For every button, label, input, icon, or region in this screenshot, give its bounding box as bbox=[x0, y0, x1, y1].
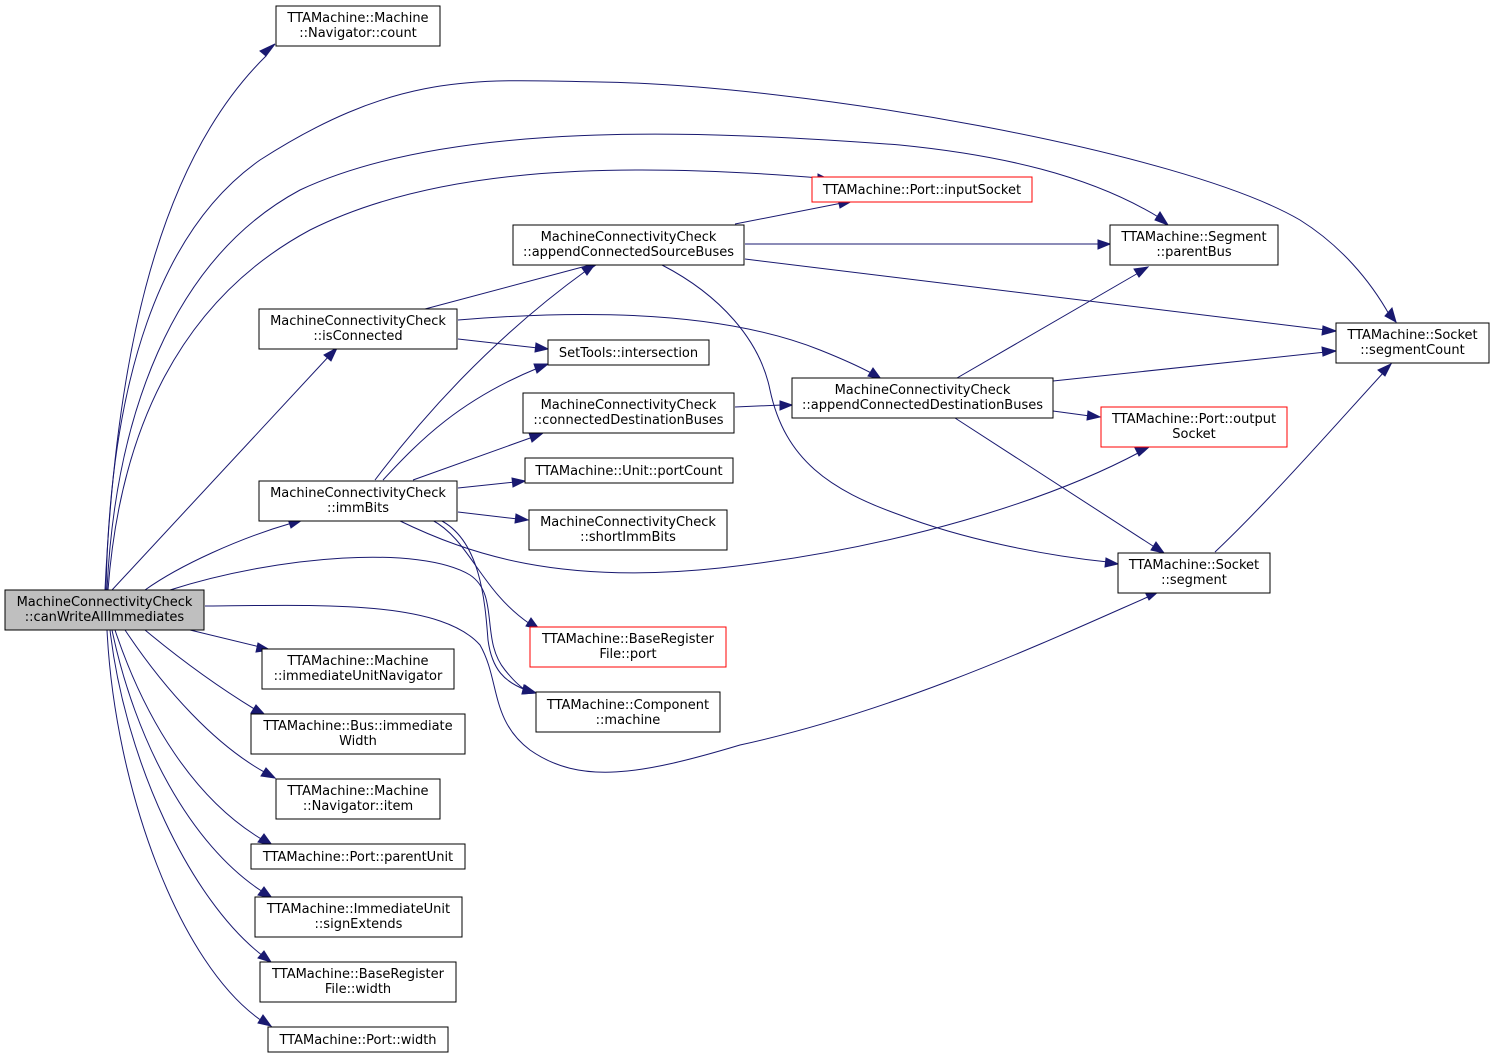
svg-text:TTAMachine::Component: TTAMachine::Component bbox=[546, 698, 709, 713]
node-navigator-count[interactable]: TTAMachine::Machine ::Navigator::count bbox=[275, 5, 441, 47]
edge-imm-bits-to-conn-dest bbox=[412, 432, 545, 481]
svg-text:MachineConnectivityCheck: MachineConnectivityCheck bbox=[540, 515, 716, 530]
svg-text:TTAMachine::Machine: TTAMachine::Machine bbox=[286, 11, 428, 26]
edge-root-to-nav-item bbox=[124, 629, 277, 779]
node-is-connected[interactable]: MachineConnectivityCheck ::isConnected bbox=[258, 308, 458, 350]
svg-text:TTAMachine::Port::parentUnit: TTAMachine::Port::parentUnit bbox=[262, 850, 453, 865]
svg-text:TTAMachine::Bus::immediate: TTAMachine::Bus::immediate bbox=[262, 719, 452, 734]
svg-text:MachineConnectivityCheck: MachineConnectivityCheck bbox=[270, 486, 446, 501]
edge-append-src-to-segment-count bbox=[744, 258, 1338, 336]
svg-text:MachineConnectivityCheck: MachineConnectivityCheck bbox=[541, 230, 717, 245]
node-base-register-file-port[interactable]: TTAMachine::BaseRegister File::port bbox=[529, 626, 727, 668]
edge-conn-dest-to-append-dest bbox=[734, 400, 794, 411]
node-append-connected-source-buses[interactable]: MachineConnectivityCheck ::appendConnect… bbox=[512, 224, 745, 266]
edges bbox=[104, 43, 1397, 1027]
nodes: MachineConnectivityCheck ::canWriteAllIm… bbox=[4, 5, 1490, 1053]
edge-append-src-to-input-socket bbox=[734, 198, 854, 225]
edge-append-src-to-segment bbox=[661, 264, 1120, 568]
svg-text:::Navigator::item: ::Navigator::item bbox=[303, 799, 413, 814]
node-segment-parent-bus[interactable]: TTAMachine::Segment ::parentBus bbox=[1109, 224, 1279, 266]
node-short-imm-bits[interactable]: MachineConnectivityCheck ::shortImmBits bbox=[528, 509, 728, 551]
node-port-output-socket[interactable]: TTAMachine::Port::output Socket bbox=[1100, 406, 1288, 448]
node-bus-immediate-width[interactable]: TTAMachine::Bus::immediate Width bbox=[250, 713, 466, 755]
node-base-register-file-width[interactable]: TTAMachine::BaseRegister File::width bbox=[259, 961, 457, 1003]
edge-root-to-sign-extends bbox=[111, 629, 274, 899]
node-socket-segment[interactable]: TTAMachine::Socket ::segment bbox=[1117, 552, 1271, 594]
edge-append-src-to-parent-bus bbox=[745, 239, 1112, 250]
edge-imm-bits-to-port-count bbox=[457, 477, 527, 489]
edge-append-dest-to-segment-count bbox=[1052, 346, 1338, 382]
svg-text:Socket: Socket bbox=[1172, 427, 1216, 442]
svg-text:::immediateUnitNavigator: ::immediateUnitNavigator bbox=[274, 669, 443, 684]
svg-text:MachineConnectivityCheck: MachineConnectivityCheck bbox=[270, 314, 446, 329]
edge-root-to-imm-unit-nav bbox=[189, 629, 272, 653]
edge-root-to-nav-count bbox=[104, 43, 276, 591]
edge-root-to-brf-width bbox=[109, 629, 273, 963]
svg-text:::segment: ::segment bbox=[1161, 573, 1227, 588]
svg-text:::appendConnectedSourceBuses: ::appendConnectedSourceBuses bbox=[523, 245, 734, 260]
node-socket-segment-count[interactable]: TTAMachine::Socket ::segmentCount bbox=[1335, 322, 1490, 364]
svg-text:TTAMachine::Port::inputSocket: TTAMachine::Port::inputSocket bbox=[822, 183, 1021, 198]
node-set-tools-intersection[interactable]: SetTools::intersection bbox=[547, 339, 710, 366]
svg-text:TTAMachine::Port::width: TTAMachine::Port::width bbox=[278, 1033, 436, 1048]
node-unit-port-count[interactable]: TTAMachine::Unit::portCount bbox=[524, 457, 734, 484]
svg-text:::canWriteAllImmediates: ::canWriteAllImmediates bbox=[25, 610, 185, 625]
svg-text:SetTools::intersection: SetTools::intersection bbox=[559, 346, 698, 361]
node-port-width[interactable]: TTAMachine::Port::width bbox=[267, 1026, 449, 1053]
edge-root-to-segment-count bbox=[105, 80, 1397, 591]
svg-text:::connectedDestinationBuses: ::connectedDestinationBuses bbox=[533, 413, 723, 428]
edge-root-to-port-width bbox=[106, 629, 273, 1027]
svg-text:::shortImmBits: ::shortImmBits bbox=[580, 530, 676, 545]
node-append-connected-destination-buses[interactable]: MachineConnectivityCheck ::appendConnect… bbox=[791, 377, 1054, 419]
node-navigator-item[interactable]: TTAMachine::Machine ::Navigator::item bbox=[275, 778, 441, 820]
edge-append-dest-to-output-socket bbox=[1052, 410, 1102, 421]
edge-is-connected-to-append-src bbox=[424, 260, 602, 310]
node-port-input-socket[interactable]: TTAMachine::Port::inputSocket bbox=[811, 176, 1033, 203]
svg-text:File::width: File::width bbox=[325, 982, 391, 997]
svg-text:::immBits: ::immBits bbox=[327, 501, 389, 516]
svg-text:::segmentCount: ::segmentCount bbox=[1360, 343, 1464, 358]
node-port-parent-unit[interactable]: TTAMachine::Port::parentUnit bbox=[250, 843, 466, 870]
edge-append-dest-to-segment bbox=[954, 417, 1166, 554]
svg-text:::signExtends: ::signExtends bbox=[315, 917, 403, 932]
svg-text:TTAMachine::Machine: TTAMachine::Machine bbox=[286, 784, 428, 799]
edge-append-dest-to-parent-bus bbox=[956, 266, 1150, 379]
svg-text:::parentBus: ::parentBus bbox=[1156, 245, 1232, 260]
svg-text:TTAMachine::Port::output: TTAMachine::Port::output bbox=[1111, 412, 1276, 427]
svg-text:Width: Width bbox=[339, 734, 377, 749]
node-imm-bits[interactable]: MachineConnectivityCheck ::immBits bbox=[258, 480, 458, 522]
edge-root-to-bus-imm-width bbox=[144, 629, 267, 716]
svg-text:TTAMachine::Machine: TTAMachine::Machine bbox=[286, 654, 428, 669]
edge-is-connected-to-intersection bbox=[457, 338, 550, 353]
svg-text:TTAMachine::Unit::portCount: TTAMachine::Unit::portCount bbox=[534, 464, 722, 479]
node-component-machine[interactable]: TTAMachine::Component ::machine bbox=[535, 691, 721, 733]
svg-text:::appendConnectedDestinationBu: ::appendConnectedDestinationBuses bbox=[802, 398, 1043, 413]
edge-imm-bits-to-append-src bbox=[374, 263, 597, 481]
edge-imm-bits-to-short-imm bbox=[457, 511, 530, 524]
node-immediate-unit-navigator[interactable]: TTAMachine::Machine ::immediateUnitNavig… bbox=[261, 648, 455, 690]
svg-text:TTAMachine::ImmediateUnit: TTAMachine::ImmediateUnit bbox=[266, 902, 450, 917]
svg-text:::machine: ::machine bbox=[596, 713, 661, 728]
svg-text:TTAMachine::Socket: TTAMachine::Socket bbox=[1346, 328, 1477, 343]
edge-imm-bits-to-intersection bbox=[382, 363, 550, 481]
svg-text:TTAMachine::BaseRegister: TTAMachine::BaseRegister bbox=[271, 967, 445, 982]
node-can-write-all-immediates[interactable]: MachineConnectivityCheck ::canWriteAllIm… bbox=[4, 589, 205, 631]
edge-imm-bits-to-component-machine bbox=[439, 519, 538, 695]
svg-text:TTAMachine::Socket: TTAMachine::Socket bbox=[1128, 558, 1259, 573]
svg-text:MachineConnectivityCheck: MachineConnectivityCheck bbox=[17, 595, 193, 610]
svg-text:::Navigator::count: ::Navigator::count bbox=[299, 26, 417, 41]
node-immediate-unit-sign-extends[interactable]: TTAMachine::ImmediateUnit ::signExtends bbox=[254, 896, 463, 938]
svg-text:::isConnected: ::isConnected bbox=[313, 329, 402, 344]
svg-text:File::port: File::port bbox=[599, 647, 656, 662]
svg-text:TTAMachine::Segment: TTAMachine::Segment bbox=[1120, 230, 1266, 245]
svg-text:MachineConnectivityCheck: MachineConnectivityCheck bbox=[835, 383, 1011, 398]
edge-imm-bits-to-output-socket bbox=[397, 446, 1151, 574]
svg-text:MachineConnectivityCheck: MachineConnectivityCheck bbox=[541, 398, 717, 413]
node-connected-destination-buses[interactable]: MachineConnectivityCheck ::connectedDest… bbox=[522, 392, 735, 434]
edge-segment-to-segment-count bbox=[1214, 362, 1393, 553]
edge-root-to-is-connected bbox=[111, 346, 339, 591]
edge-root-to-parent-bus bbox=[106, 133, 1170, 591]
svg-text:TTAMachine::BaseRegister: TTAMachine::BaseRegister bbox=[541, 632, 715, 647]
